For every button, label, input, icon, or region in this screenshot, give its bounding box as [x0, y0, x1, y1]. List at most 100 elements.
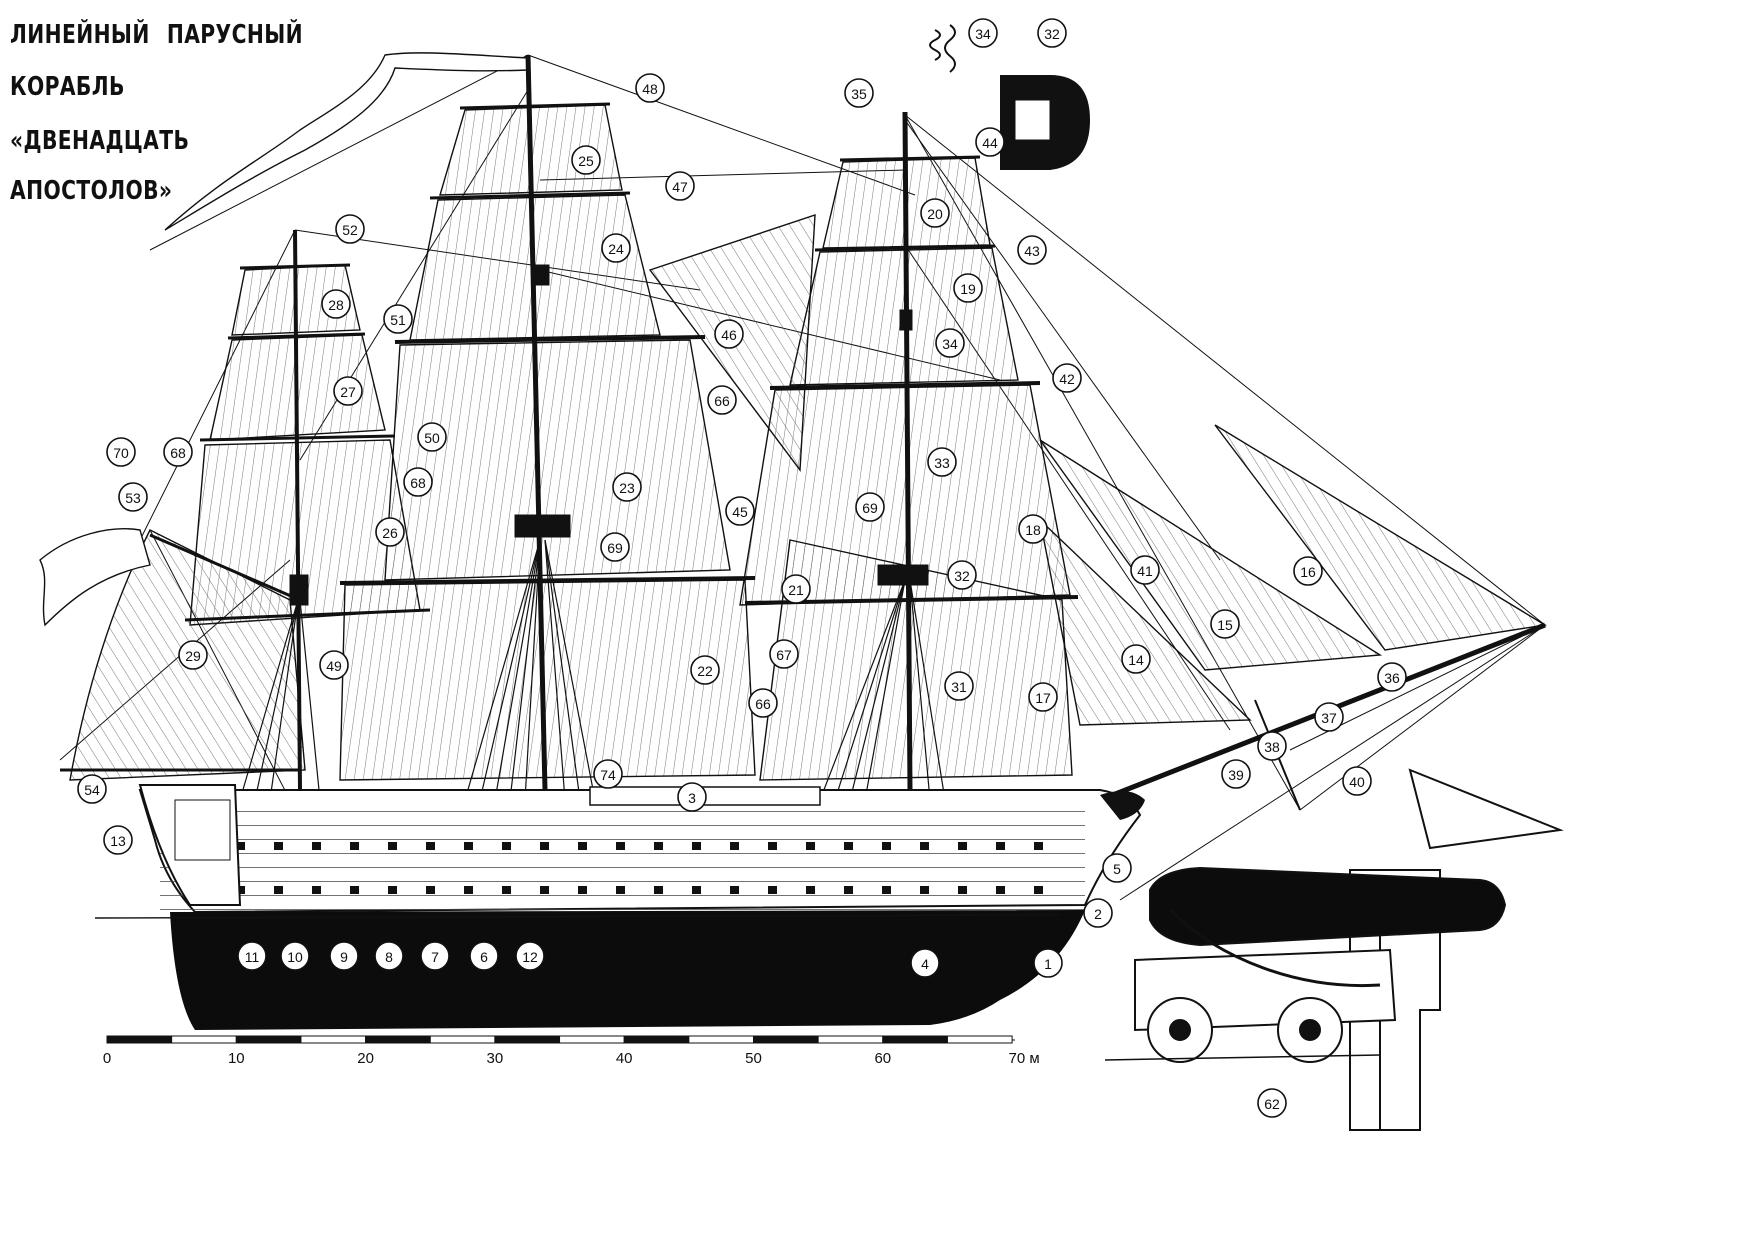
callout-circle [1037, 18, 1067, 48]
callout-circle [335, 214, 365, 244]
callout-35: 35 [844, 78, 874, 108]
rope-detail [929, 24, 956, 73]
callout-number: 32 [1044, 26, 1060, 42]
callout-circle [707, 385, 737, 415]
callout-22: 22 [690, 655, 720, 685]
callout-number: 5 [1113, 861, 1121, 877]
scale-tick-label: 10 [228, 1050, 245, 1067]
title-line-3: «ДВЕНАДЦАТЬ [10, 126, 190, 156]
scale-segment [559, 1035, 625, 1044]
callout-circle [947, 560, 977, 590]
callout-circle [844, 78, 874, 108]
callout-circle [417, 422, 447, 452]
callout-13: 13 [103, 825, 133, 855]
callout-number: 38 [1264, 739, 1280, 755]
callout-8: 8 [374, 941, 404, 971]
callout-32: 32 [947, 560, 977, 590]
callout-number: 46 [721, 327, 737, 343]
callout-number: 70 [113, 445, 129, 461]
callout-number: 45 [732, 504, 748, 520]
callout-9: 9 [329, 941, 359, 971]
callout-11: 11 [237, 941, 267, 971]
callout-number: 33 [934, 455, 950, 471]
callout-number: 22 [697, 663, 713, 679]
breeching-rope [1168, 908, 1381, 988]
callout-circle [403, 467, 433, 497]
callout-51: 51 [383, 304, 413, 334]
callout-number: 12 [522, 949, 538, 965]
callout-66: 66 [748, 688, 778, 718]
title-word-2: ПАРУСНЫЙ [166, 20, 303, 50]
scale-segment [235, 1035, 302, 1044]
callout-44: 44 [975, 127, 1005, 157]
callout-number: 26 [382, 525, 398, 541]
callout-circle [374, 941, 404, 971]
callout-43: 43 [1017, 235, 1047, 265]
callout-circle [1121, 644, 1151, 674]
callout-number: 52 [342, 222, 358, 238]
scale-tick-label: 0 [103, 1050, 111, 1067]
callout-number: 74 [600, 767, 616, 783]
scale-segment [817, 1035, 884, 1044]
callout-39: 39 [1221, 759, 1251, 789]
waterline [94, 914, 1061, 919]
callout-circle [77, 774, 107, 804]
callout-27: 27 [333, 376, 363, 406]
callout-circle [944, 671, 974, 701]
callout-circle [1033, 948, 1063, 978]
callout-12: 12 [515, 941, 545, 971]
callout-54: 54 [77, 774, 107, 804]
callout-16: 16 [1293, 556, 1323, 586]
callout-circle [1028, 682, 1058, 712]
callout-number: 41 [1137, 563, 1153, 579]
callout-circle [1257, 1088, 1287, 1118]
callout-7: 7 [420, 941, 450, 971]
scale-segment [882, 1035, 948, 1044]
callout-circle [237, 941, 267, 971]
callout-15: 15 [1210, 609, 1240, 639]
callout-circle [1342, 766, 1372, 796]
callout-number: 9 [340, 949, 348, 965]
callout-50: 50 [417, 422, 447, 452]
callout-32: 32 [1037, 18, 1067, 48]
callout-circle [725, 496, 755, 526]
callout-number: 25 [578, 153, 594, 169]
scale-segment [494, 1035, 561, 1044]
callout-circle [855, 492, 885, 522]
callout-number: 7 [431, 949, 439, 965]
callout-number: 28 [328, 297, 344, 313]
scale-segment [429, 1035, 496, 1044]
callout-28: 28 [321, 289, 351, 319]
callout-number: 24 [608, 241, 624, 257]
callout-circle [1018, 514, 1048, 544]
callout-circle [769, 639, 799, 669]
callout-18: 18 [1018, 514, 1048, 544]
callout-circle [677, 782, 707, 812]
callout-circle [383, 304, 413, 334]
scale-segments [106, 1035, 1013, 1044]
callout-53: 53 [118, 482, 148, 512]
callout-34: 34 [935, 328, 965, 358]
callout-circle [781, 574, 811, 604]
cannon-inset [1104, 768, 1564, 1131]
callout-number: 15 [1217, 617, 1233, 633]
callout-circle [1017, 235, 1047, 265]
sails [39, 52, 1548, 781]
callout-4: 4 [910, 948, 940, 978]
callout-number: 37 [1321, 710, 1337, 726]
callout-62: 62 [1257, 1088, 1287, 1118]
callout-circle [1083, 898, 1113, 928]
callout-number: 35 [851, 86, 867, 102]
callout-circle [375, 517, 405, 547]
callout-42: 42 [1052, 363, 1082, 393]
shrouds [239, 539, 946, 801]
callout-number: 53 [125, 490, 141, 506]
scale-segment [688, 1035, 754, 1044]
callout-circle [103, 825, 133, 855]
callout-circle [1314, 702, 1344, 732]
scale-segment [300, 1035, 367, 1044]
scale-tick-label: 60 [874, 1050, 891, 1067]
